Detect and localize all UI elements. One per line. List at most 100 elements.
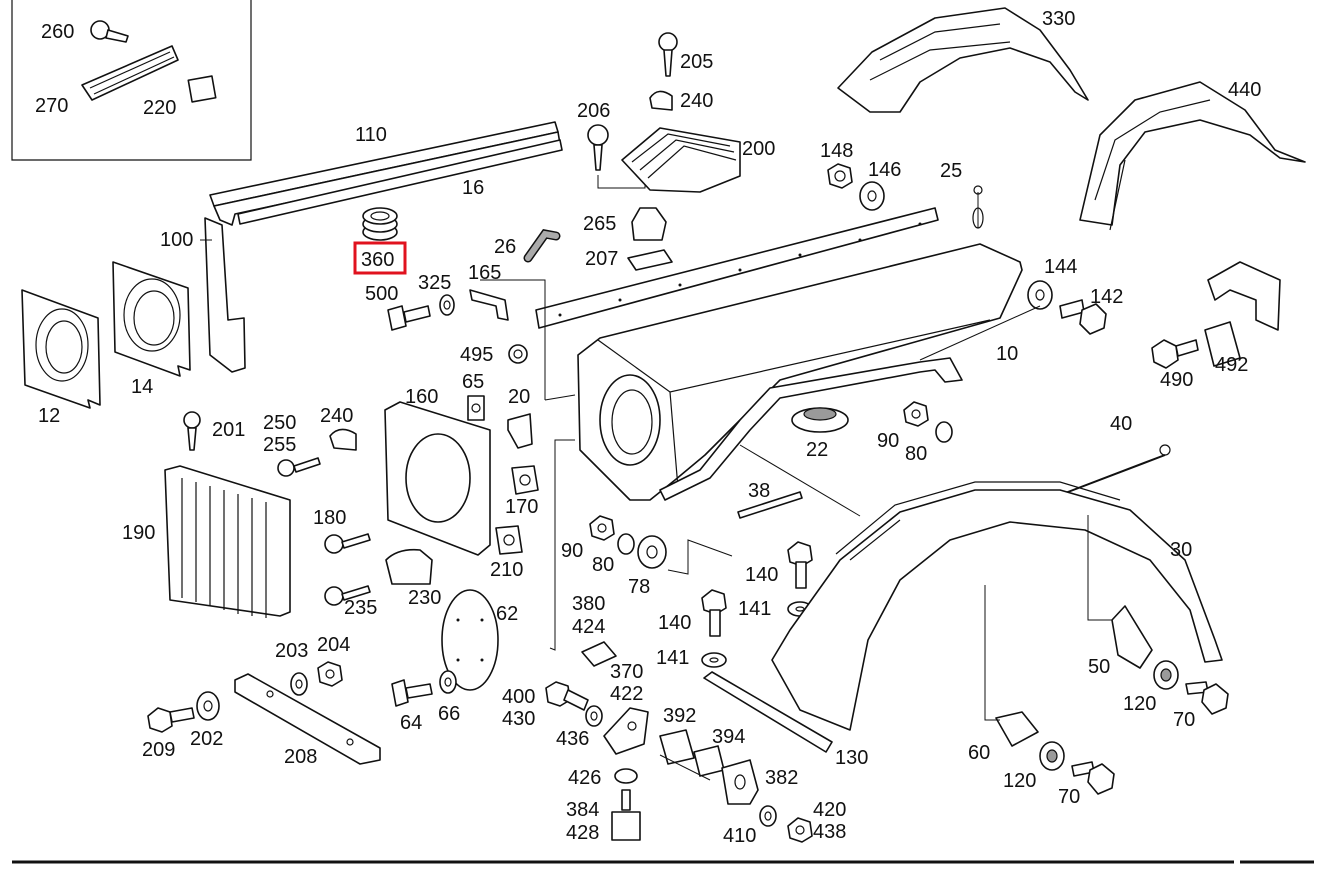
callout-140-lower[interactable]: 140 [658, 612, 691, 634]
callout-26[interactable]: 26 [494, 236, 516, 258]
callout-146[interactable]: 146 [868, 159, 901, 181]
callout-210[interactable]: 210 [490, 559, 523, 581]
callout-255[interactable]: 255 [263, 434, 296, 456]
callout-203[interactable]: 203 [275, 640, 308, 662]
callout-160[interactable]: 160 [405, 386, 438, 408]
callout-100[interactable]: 100 [160, 229, 193, 251]
callout-235[interactable]: 235 [344, 597, 377, 619]
callout-400[interactable]: 400 [502, 686, 535, 708]
bolt-142 [1059, 299, 1107, 335]
callout-50[interactable]: 50 [1088, 656, 1110, 678]
callout-490[interactable]: 490 [1160, 369, 1193, 391]
callout-180[interactable]: 180 [313, 507, 346, 529]
lamp-housing-14 [112, 261, 191, 377]
callout-120-lower[interactable]: 120 [1003, 770, 1036, 792]
callout-204[interactable]: 204 [317, 634, 350, 656]
callout-438[interactable]: 438 [813, 821, 846, 843]
callout-110[interactable]: 110 [355, 124, 387, 146]
callout-206[interactable]: 206 [577, 100, 610, 122]
bolt-490 [1151, 339, 1199, 369]
callout-370[interactable]: 370 [610, 661, 643, 683]
callout-70-upper[interactable]: 70 [1173, 709, 1195, 731]
callout-142[interactable]: 142 [1090, 286, 1123, 308]
callout-200[interactable]: 200 [742, 138, 775, 160]
disc-62 [441, 589, 499, 691]
callout-492[interactable]: 492 [1215, 354, 1248, 376]
callout-380[interactable]: 380 [572, 593, 605, 615]
callout-14[interactable]: 14 [131, 376, 153, 398]
callout-60[interactable]: 60 [968, 742, 990, 764]
callout-141-lower[interactable]: 141 [656, 647, 689, 669]
rail-110 [209, 121, 561, 226]
callout-25[interactable]: 25 [940, 160, 962, 182]
callout-260[interactable]: 260 [41, 21, 74, 43]
callout-201[interactable]: 201 [212, 419, 245, 441]
callout-440[interactable]: 440 [1228, 79, 1261, 101]
callout-495[interactable]: 495 [460, 344, 493, 366]
callout-240-top[interactable]: 240 [680, 90, 713, 112]
callout-426[interactable]: 426 [568, 767, 601, 789]
callout-141-upper[interactable]: 141 [738, 598, 771, 620]
callout-170[interactable]: 170 [505, 496, 538, 518]
bolt-70-lower [1071, 761, 1115, 795]
callout-208[interactable]: 208 [284, 746, 317, 768]
callout-80-left[interactable]: 80 [592, 554, 614, 576]
washer-66 [439, 670, 457, 694]
callout-140-upper[interactable]: 140 [745, 564, 778, 586]
callout-130[interactable]: 130 [835, 747, 868, 769]
callout-428[interactable]: 428 [566, 822, 599, 844]
callout-392[interactable]: 392 [663, 705, 696, 727]
callout-250[interactable]: 250 [263, 412, 296, 434]
spacer-78 [637, 535, 667, 569]
callout-330[interactable]: 330 [1042, 8, 1075, 30]
callout-90-left[interactable]: 90 [561, 540, 583, 562]
callout-230[interactable]: 230 [408, 587, 441, 609]
callout-38[interactable]: 38 [748, 480, 770, 502]
callout-165[interactable]: 165 [468, 262, 501, 284]
callout-144[interactable]: 144 [1044, 256, 1077, 278]
callout-62[interactable]: 62 [496, 603, 518, 625]
callout-120-upper[interactable]: 120 [1123, 693, 1156, 715]
bolt-70-upper [1185, 681, 1229, 715]
callout-270[interactable]: 270 [35, 95, 68, 117]
callout-209[interactable]: 209 [142, 739, 175, 761]
callout-220[interactable]: 220 [143, 97, 176, 119]
callout-202[interactable]: 202 [190, 728, 223, 750]
callout-22[interactable]: 22 [806, 439, 828, 461]
washer-202 [196, 691, 220, 721]
callout-205[interactable]: 205 [680, 51, 713, 73]
callout-240-mid[interactable]: 240 [320, 405, 353, 427]
callout-78[interactable]: 78 [628, 576, 650, 598]
callout-70-lower[interactable]: 70 [1058, 786, 1080, 808]
callout-430[interactable]: 430 [502, 708, 535, 730]
callout-66[interactable]: 66 [438, 703, 460, 725]
bar-25 [535, 207, 939, 329]
spacer-394 [693, 745, 725, 777]
callout-80-right[interactable]: 80 [905, 443, 927, 465]
callout-424[interactable]: 424 [572, 616, 605, 638]
callout-384[interactable]: 384 [566, 799, 599, 821]
callout-500[interactable]: 500 [365, 283, 398, 305]
callout-265[interactable]: 265 [583, 213, 616, 235]
screw-260 [90, 20, 129, 43]
callout-190[interactable]: 190 [122, 522, 155, 544]
callout-64[interactable]: 64 [400, 712, 422, 734]
callout-410[interactable]: 410 [723, 825, 756, 847]
callout-207[interactable]: 207 [585, 248, 618, 270]
callout-16[interactable]: 16 [462, 177, 484, 199]
callout-65[interactable]: 65 [462, 371, 484, 393]
callout-20[interactable]: 20 [508, 386, 530, 408]
callout-10[interactable]: 10 [996, 343, 1018, 365]
callout-420[interactable]: 420 [813, 799, 846, 821]
callout-148[interactable]: 148 [820, 140, 853, 162]
callout-360[interactable]: 360 [361, 249, 394, 271]
callout-382[interactable]: 382 [765, 767, 798, 789]
callout-394[interactable]: 394 [712, 726, 745, 748]
callout-40[interactable]: 40 [1110, 413, 1132, 435]
callout-30[interactable]: 30 [1170, 539, 1192, 561]
callout-325[interactable]: 325 [418, 272, 451, 294]
callout-422[interactable]: 422 [610, 683, 643, 705]
callout-90-right[interactable]: 90 [877, 430, 899, 452]
callout-436[interactable]: 436 [556, 728, 589, 750]
callout-12[interactable]: 12 [38, 405, 60, 427]
